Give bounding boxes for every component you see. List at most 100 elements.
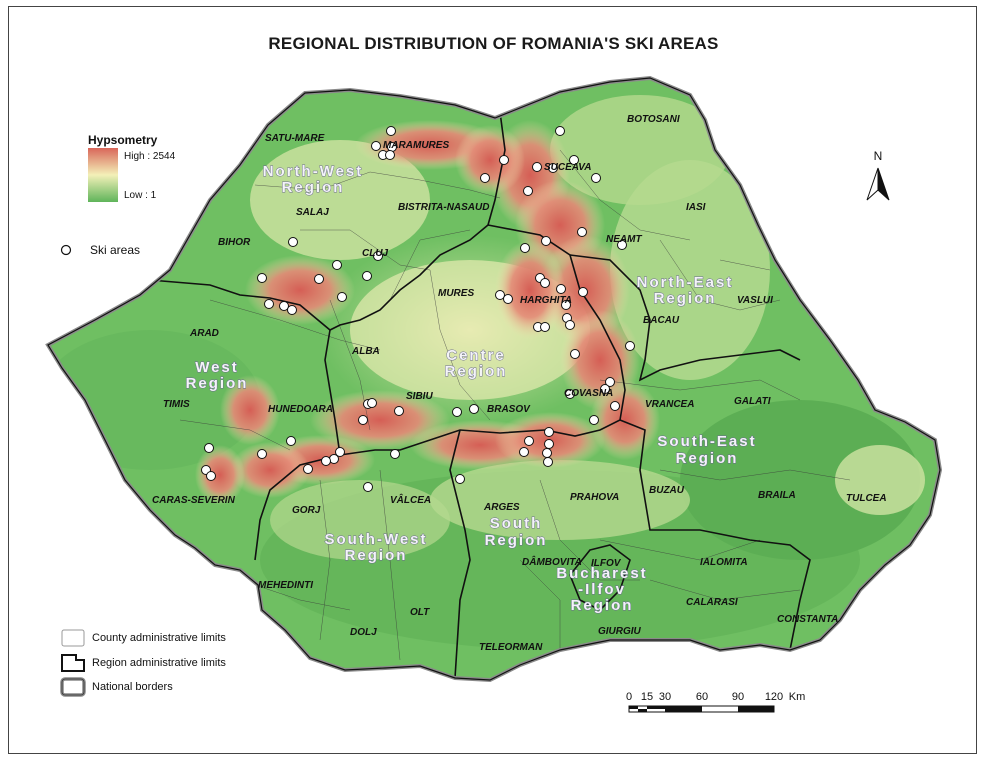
page-title: REGIONAL DISTRIBUTION OF ROMANIA'S SKI A… <box>268 34 719 53</box>
ski-area-marker <box>541 236 551 246</box>
ski-area-marker <box>605 377 615 387</box>
ski-area-marker <box>569 155 579 165</box>
county-label: IASI <box>686 202 706 213</box>
county-label: DÂMBOVITA <box>522 555 582 568</box>
ski-area-marker <box>469 404 479 414</box>
region-label-south-west: South-West <box>324 531 427 548</box>
region-label-bucharest: Bucharest <box>556 565 647 582</box>
county-label: BACAU <box>643 315 680 326</box>
scale-tick-label: 30 <box>659 691 671 703</box>
county-label: VASLUI <box>737 295 773 306</box>
county-label: ALBA <box>351 346 380 357</box>
county-labels: SATU-MARE MARAMURES BOTOSANI SUCEAVA BIS… <box>152 114 887 653</box>
national-border <box>47 77 941 681</box>
county-label: VRANCEA <box>645 399 694 410</box>
county-label: HARGHITA <box>520 295 572 306</box>
county-label: BOTOSANI <box>627 114 680 125</box>
ski-area-marker <box>279 301 289 311</box>
county-label: BISTRITA-NASAUD <box>398 202 489 213</box>
scale-tick-label: 90 <box>732 691 744 703</box>
ski-area-marker <box>577 227 587 237</box>
ski-area-marker <box>480 173 490 183</box>
county-label: PRAHOVA <box>570 492 619 503</box>
region-label-west: West <box>195 359 239 376</box>
scale-bar <box>628 705 775 713</box>
ski-area-marker <box>570 349 580 359</box>
ski-area-marker <box>358 415 368 425</box>
county-limits-legend-icon <box>61 629 85 647</box>
ski-area-marker <box>520 243 530 253</box>
ski-area-marker <box>532 162 542 172</box>
county-label: ARGES <box>483 502 520 513</box>
county-label: VÂLCEA <box>390 493 431 506</box>
ski-area-marker <box>544 439 554 449</box>
region-limits-legend-label: Region administrative limits <box>92 657 226 669</box>
county-label: SALAJ <box>296 207 329 218</box>
ski-area-marker <box>367 398 377 408</box>
county-label: TIMIS <box>163 399 190 410</box>
county-label: MEHEDINTI <box>258 580 313 591</box>
hypsometry-high-label: High : 2544 <box>124 151 176 162</box>
county-label: HUNEDOARA <box>268 404 333 415</box>
county-label: GIURGIU <box>598 626 642 637</box>
ski-area-marker <box>591 173 601 183</box>
ski-area-marker <box>600 384 610 394</box>
ski-area-marker <box>452 407 462 417</box>
scale-tick-label: 0 <box>626 691 632 703</box>
ski-area-marker <box>578 287 588 297</box>
region-label-north-west: Region <box>282 179 345 196</box>
ski-area-marker <box>363 482 373 492</box>
county-label: CONSTANTA <box>777 614 838 625</box>
ski-area-marker <box>335 447 345 457</box>
ski-area-marker <box>386 126 396 136</box>
hypsometry-ramp <box>88 148 118 202</box>
ski-area-marker <box>394 406 404 416</box>
county-label: TULCEA <box>846 493 887 504</box>
county-label: GALATI <box>734 396 771 407</box>
ski-area-marker <box>610 401 620 411</box>
ski-area-marker <box>314 274 324 284</box>
county-label: DOLJ <box>350 627 377 638</box>
ski-area-marker <box>390 449 400 459</box>
county-label: MURES <box>438 288 474 299</box>
ski-area-marker <box>257 449 267 459</box>
north-arrow-label: N <box>874 149 883 163</box>
ski-area-marker <box>523 186 533 196</box>
ski-area-marker <box>556 284 566 294</box>
ski-area-marker <box>288 237 298 247</box>
region-label-bucharest: Region <box>571 597 634 614</box>
county-label: OLT <box>410 607 430 618</box>
county-label: ARAD <box>189 328 219 339</box>
county-label: BIHOR <box>218 237 251 248</box>
region-label-west: Region <box>186 375 249 392</box>
ski-area-marker <box>625 341 635 351</box>
ski-area-marker <box>287 305 297 315</box>
county-label: MARAMURES <box>383 140 449 151</box>
ski-area-marker <box>589 415 599 425</box>
county-label: CALARASI <box>686 597 738 608</box>
ski-area-marker <box>617 240 627 250</box>
ski-area-marker <box>286 436 296 446</box>
ski-area-marker <box>548 163 558 173</box>
ski-area-marker <box>264 299 274 309</box>
county-label: COVASNA <box>564 388 613 399</box>
scale-tick-label: 15 <box>641 691 653 703</box>
county-label: CLUJ <box>362 248 389 259</box>
county-label: BRASOV <box>487 404 531 415</box>
region-labels: North-West Region North-East Region West… <box>185 163 755 615</box>
ski-area-marker <box>555 126 565 136</box>
ski-area-marker <box>455 474 465 484</box>
ski-area-marker <box>542 448 552 458</box>
ski-area-marker <box>206 471 216 481</box>
scale-tick-label: 60 <box>696 691 708 703</box>
county-label: NEAMT <box>606 234 642 245</box>
ski-area-marker <box>524 436 534 446</box>
county-label: SUCEAVA <box>544 162 591 173</box>
national-borders-legend-icon <box>60 677 86 697</box>
region-label-south-east: Region <box>676 450 739 467</box>
scale-labels: 0 15 30 60 90 120 Km <box>626 691 805 703</box>
ski-area-marker <box>332 260 342 270</box>
county-label: CARAS-SEVERIN <box>152 495 236 506</box>
region-label-bucharest: -Ilfov <box>578 581 626 598</box>
